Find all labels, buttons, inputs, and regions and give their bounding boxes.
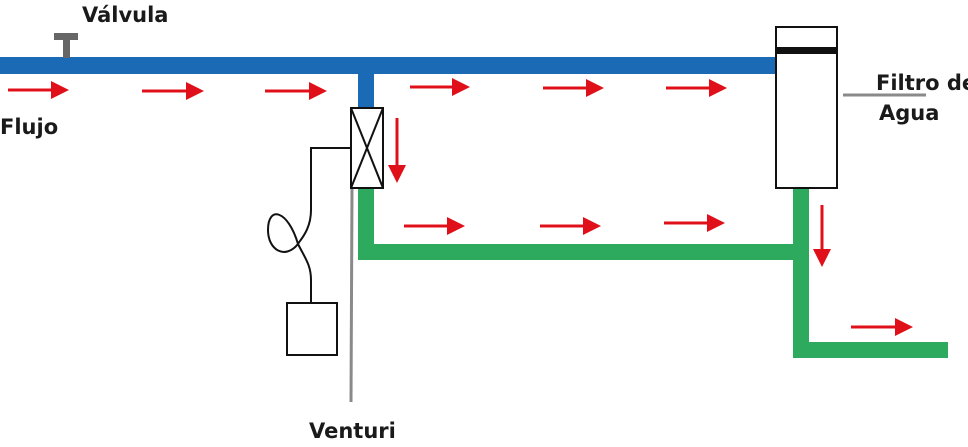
valve-icon	[54, 33, 78, 58]
venturi-leader-line	[349, 187, 354, 403]
inlet-branch-pipe	[358, 70, 374, 109]
filter-label-line2: Agua	[879, 101, 939, 125]
outlet-pipe	[358, 187, 948, 358]
water-filter	[775, 26, 838, 189]
valve-label: Válvula	[82, 3, 168, 27]
flow-label: Flujo	[0, 115, 58, 139]
venturi-injector	[350, 107, 384, 189]
filter-label-line1: Filtro de	[876, 71, 968, 95]
venturi-label: Venturi	[309, 419, 396, 443]
flow-arrows	[8, 78, 913, 336]
suction-hose	[266, 147, 351, 303]
inlet-pipe	[0, 57, 776, 74]
fertilizer-tank	[286, 302, 338, 356]
